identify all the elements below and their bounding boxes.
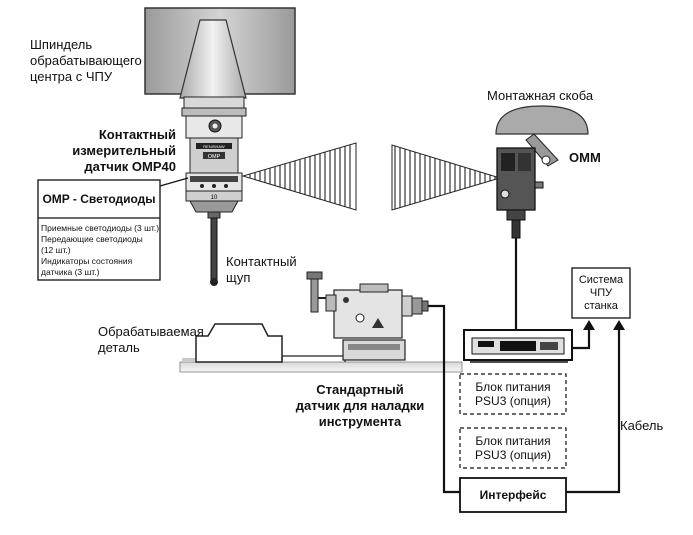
stylus-label-line-1: Контактный [226,254,297,269]
workpiece-label: Обрабатываемая деталь [98,324,204,356]
stylus [210,217,218,286]
probe-ir-beam [241,142,357,211]
probe-label: Контактный измерительный датчик OMP40 [56,127,176,175]
led-box-list: Приемные светодиоды (3 шт.) Передающие с… [41,223,159,278]
toolsetter-label-line-1: Стандартный [316,382,404,397]
toolsetter-label-line-2: датчик для наладки [295,398,425,413]
led-box-item: Индикаторы состояния [41,256,133,266]
toolsetter-label-line-3: инструмента [318,414,402,429]
workpiece [195,323,346,363]
diagram-boxes [37,177,631,513]
probe-label-line-2: измерительный [72,143,176,158]
stylus-label-line-2: щуп [226,270,251,285]
cable-arrows [583,320,625,330]
led-box-item: (12 шт.) [41,245,71,255]
cnc-box-line-1: Система [578,273,624,286]
spindle-label: Шпиндель обрабатывающего центра с ЧПУ [30,37,142,85]
omm-ir-beam [391,144,502,211]
omp40-probe: RENISHAW OMP 10 [181,96,247,219]
cnc-box: Система ЧПУ станка [572,268,630,318]
spindle-label-line-2: обрабатывающего [30,53,142,68]
omm-receiver [496,147,544,239]
mount-label: Монтажная скоба [487,88,594,103]
spindle-label-line-1: Шпиндель [30,37,93,52]
psu-box-1: Блок питания PSU3 (опция) [460,374,566,414]
psu-box-2-line-1: Блок питания [475,434,551,448]
stylus-label: Контактный щуп [226,254,297,286]
psu-box-1-line-2: PSU3 (опция) [475,394,551,408]
interface-unit-device [463,329,573,363]
cables [428,238,621,494]
cnc-box-line-3: станка [584,299,618,312]
workpiece-label-line-2: деталь [98,340,140,355]
workpiece-label-line-1: Обрабатываемая [98,324,204,339]
probe-label-line-1: Контактный [98,127,176,142]
cable-label: Кабель [620,418,664,433]
probe-model-mark: OMP [208,154,221,160]
spindle-head [144,7,296,99]
omm-label: OMM [569,150,601,165]
mounting-bracket [495,105,589,167]
tool-setter [306,271,429,361]
probe-label-line-3: датчик OMP40 [84,159,176,174]
cnc-box-line-2: ЧПУ [589,286,613,299]
led-box-item: датчика (3 шт.) [41,267,100,277]
led-box-title: OMP - Светодиоды [42,192,156,206]
psu-box-2: Блок питания PSU3 (опция) [460,428,566,468]
led-box-item: Приемные светодиоды (3 шт.) [41,223,160,233]
led-box-item: Передающие светодиоды [41,234,143,244]
probe-led-digits: 10 [211,195,218,201]
psu-box-1-line-1: Блок питания [475,380,551,394]
toolsetter-label: Стандартный датчик для наладки инструмен… [290,382,430,430]
spindle-label-line-3: центра с ЧПУ [30,69,113,84]
probe-brand-mark: RENISHAW [203,144,225,149]
interface-box: Интерфейс [479,488,547,502]
psu-box-2-line-2: PSU3 (опция) [475,448,551,462]
